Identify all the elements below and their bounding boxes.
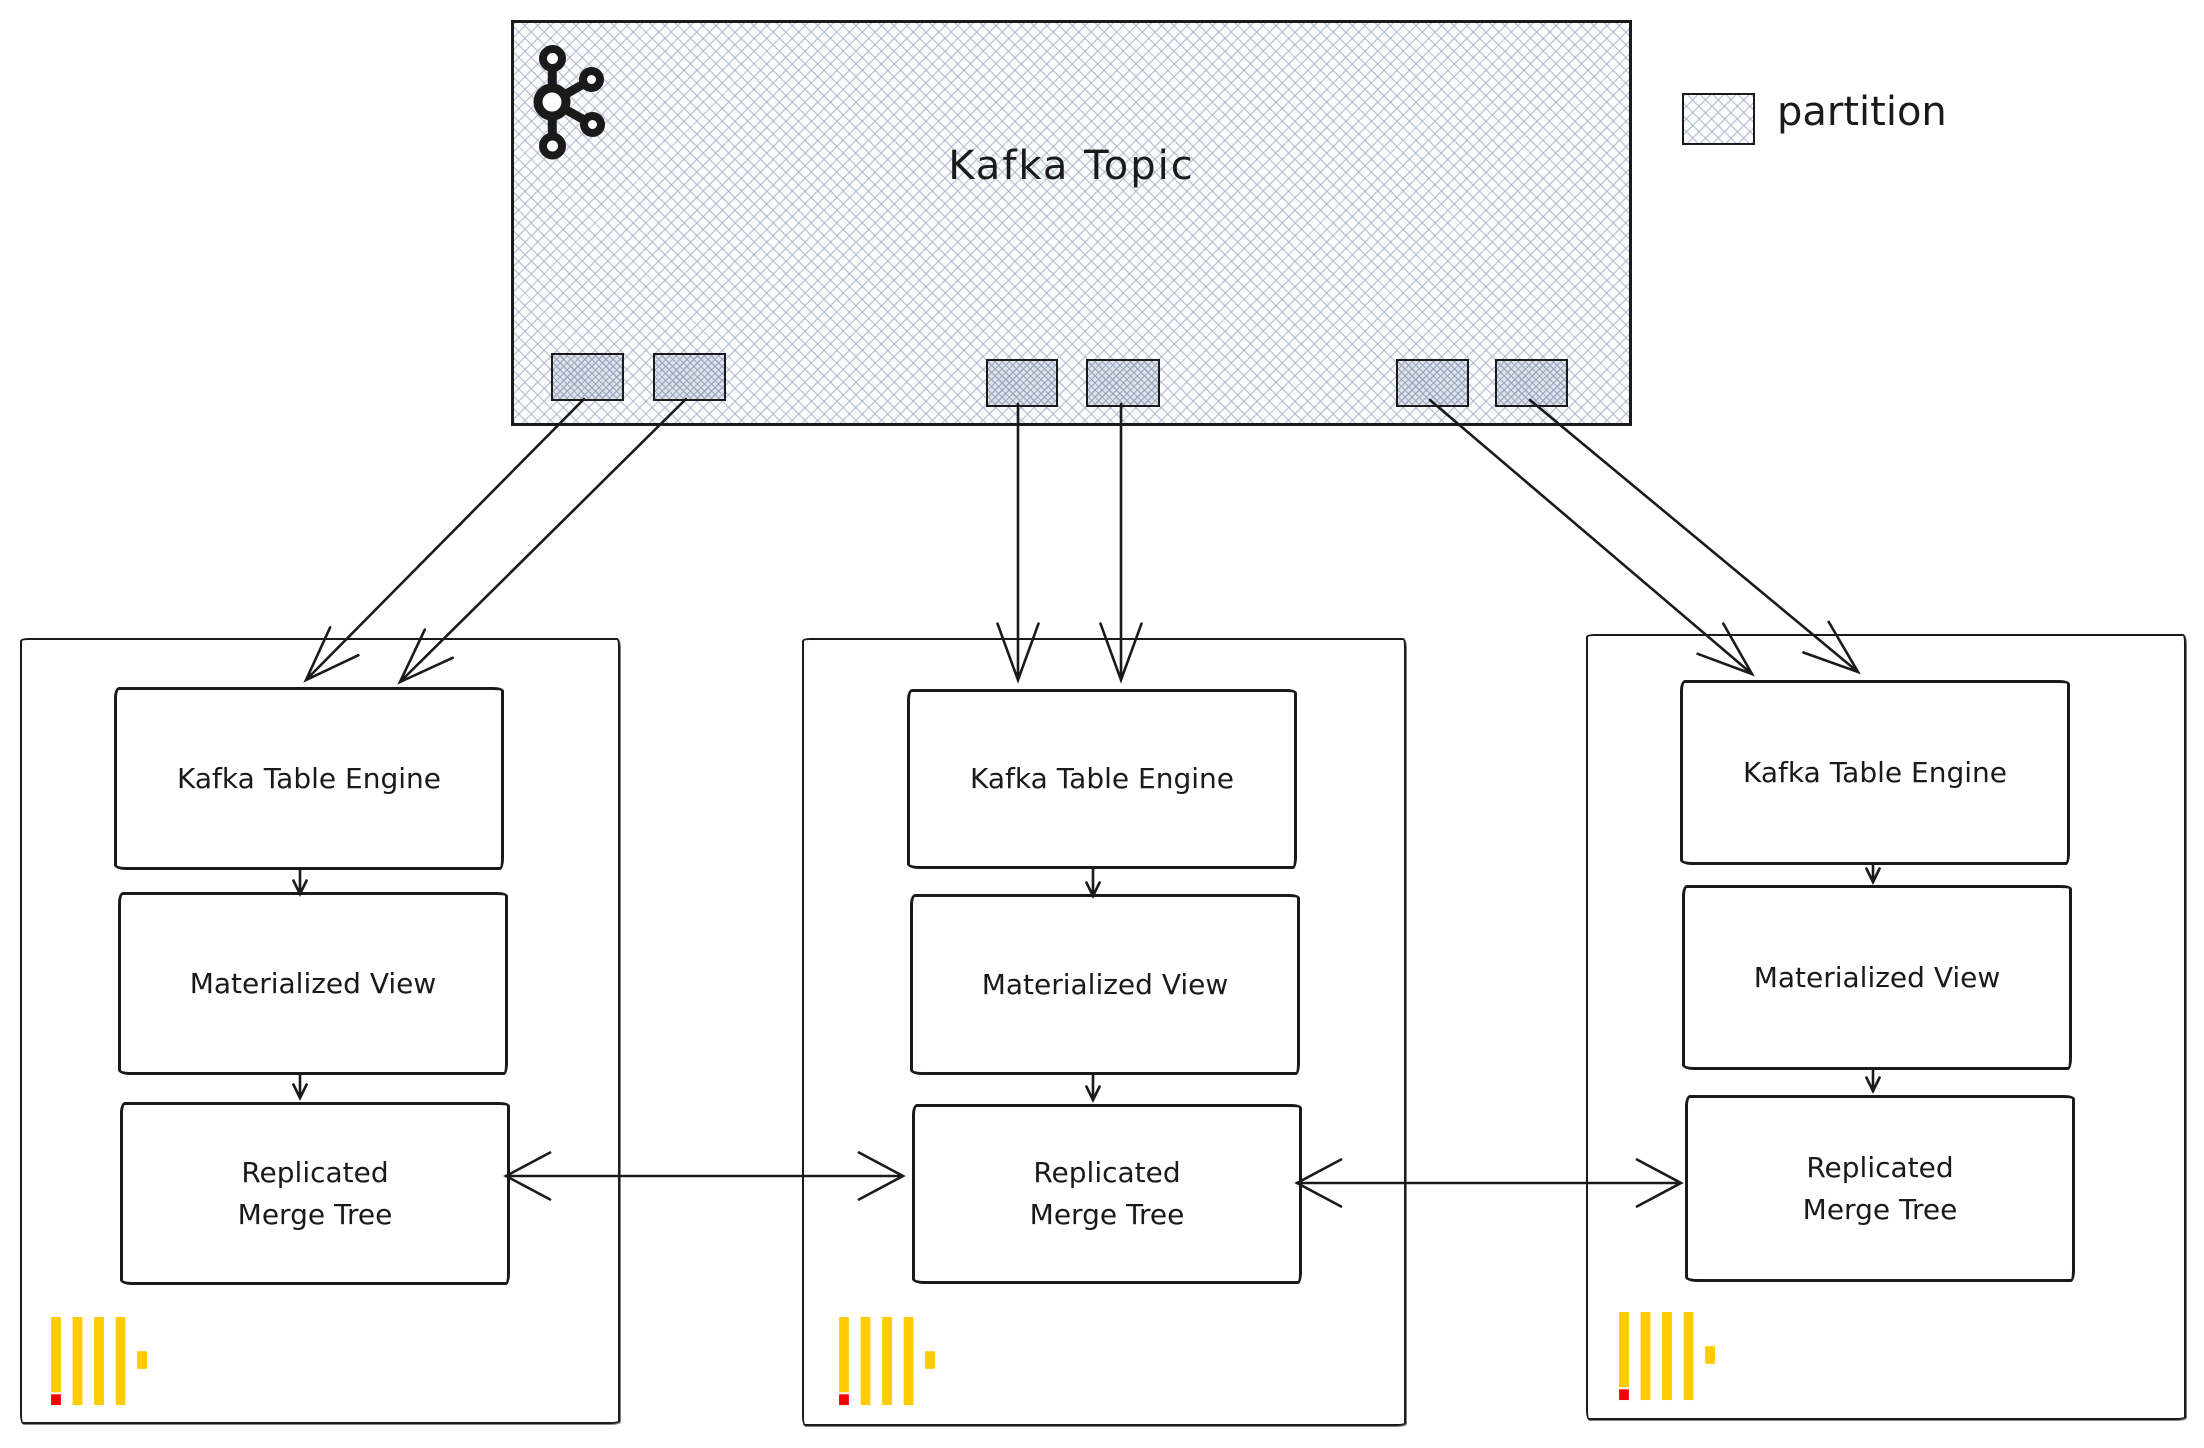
clickhouse-logo-icon: [51, 1317, 147, 1406]
partition-arrow: [1528, 398, 1861, 675]
clickhouse-node-1: Kafka Table Engine Materialized View Rep…: [20, 638, 620, 1424]
kafka-table-engine-box: Kafka Table Engine: [1680, 680, 2070, 865]
partition-box: [653, 353, 726, 401]
replicated-merge-tree-label: Replicated Merge Tree: [1029, 1156, 1185, 1231]
partition-box: [551, 353, 624, 401]
kafka-topic-box: Kafka Topic: [511, 20, 1632, 426]
kafka-table-engine-label: Kafka Table Engine: [970, 762, 1234, 795]
clickhouse-node-2: Kafka Table Engine Materialized View Rep…: [802, 638, 1406, 1426]
partition-arrow: [1428, 398, 1755, 677]
replicated-merge-tree-box: Replicated Merge Tree: [120, 1102, 510, 1285]
partition-swatch: [1682, 93, 1755, 145]
materialized-view-label: Materialized View: [189, 966, 437, 1000]
partition-box: [1495, 359, 1568, 407]
kafka-icon: [533, 45, 605, 160]
partition-box: [986, 359, 1058, 407]
clickhouse-node-3: Kafka Table Engine Materialized View Rep…: [1586, 634, 2186, 1420]
replicated-merge-tree-label: Replicated Merge Tree: [1802, 1150, 1958, 1226]
kafka-table-engine-box: Kafka Table Engine: [907, 689, 1297, 869]
replicated-merge-tree-label: Replicated Merge Tree: [237, 1155, 393, 1231]
replicated-merge-tree-box: Replicated Merge Tree: [912, 1104, 1302, 1284]
kafka-topic-title: Kafka Topic: [948, 143, 1195, 189]
clickhouse-logo-icon: [1619, 1312, 1715, 1401]
materialized-view-box: Materialized View: [1682, 885, 2072, 1070]
replicated-merge-tree-box: Replicated Merge Tree: [1685, 1095, 2075, 1282]
materialized-view-box: Materialized View: [910, 894, 1300, 1075]
clickhouse-logo-icon: [839, 1317, 935, 1406]
kafka-table-engine-label: Kafka Table Engine: [1743, 755, 2007, 789]
materialized-view-label: Materialized View: [981, 967, 1229, 1001]
kafka-table-engine-label: Kafka Table Engine: [177, 761, 441, 795]
partition-box: [1396, 359, 1469, 407]
materialized-view-box: Materialized View: [118, 892, 508, 1075]
partition-box: [1086, 359, 1160, 407]
kafka-table-engine-box: Kafka Table Engine: [114, 687, 504, 870]
legend-label: partition: [1777, 89, 1947, 135]
materialized-view-label: Materialized View: [1753, 960, 2001, 994]
